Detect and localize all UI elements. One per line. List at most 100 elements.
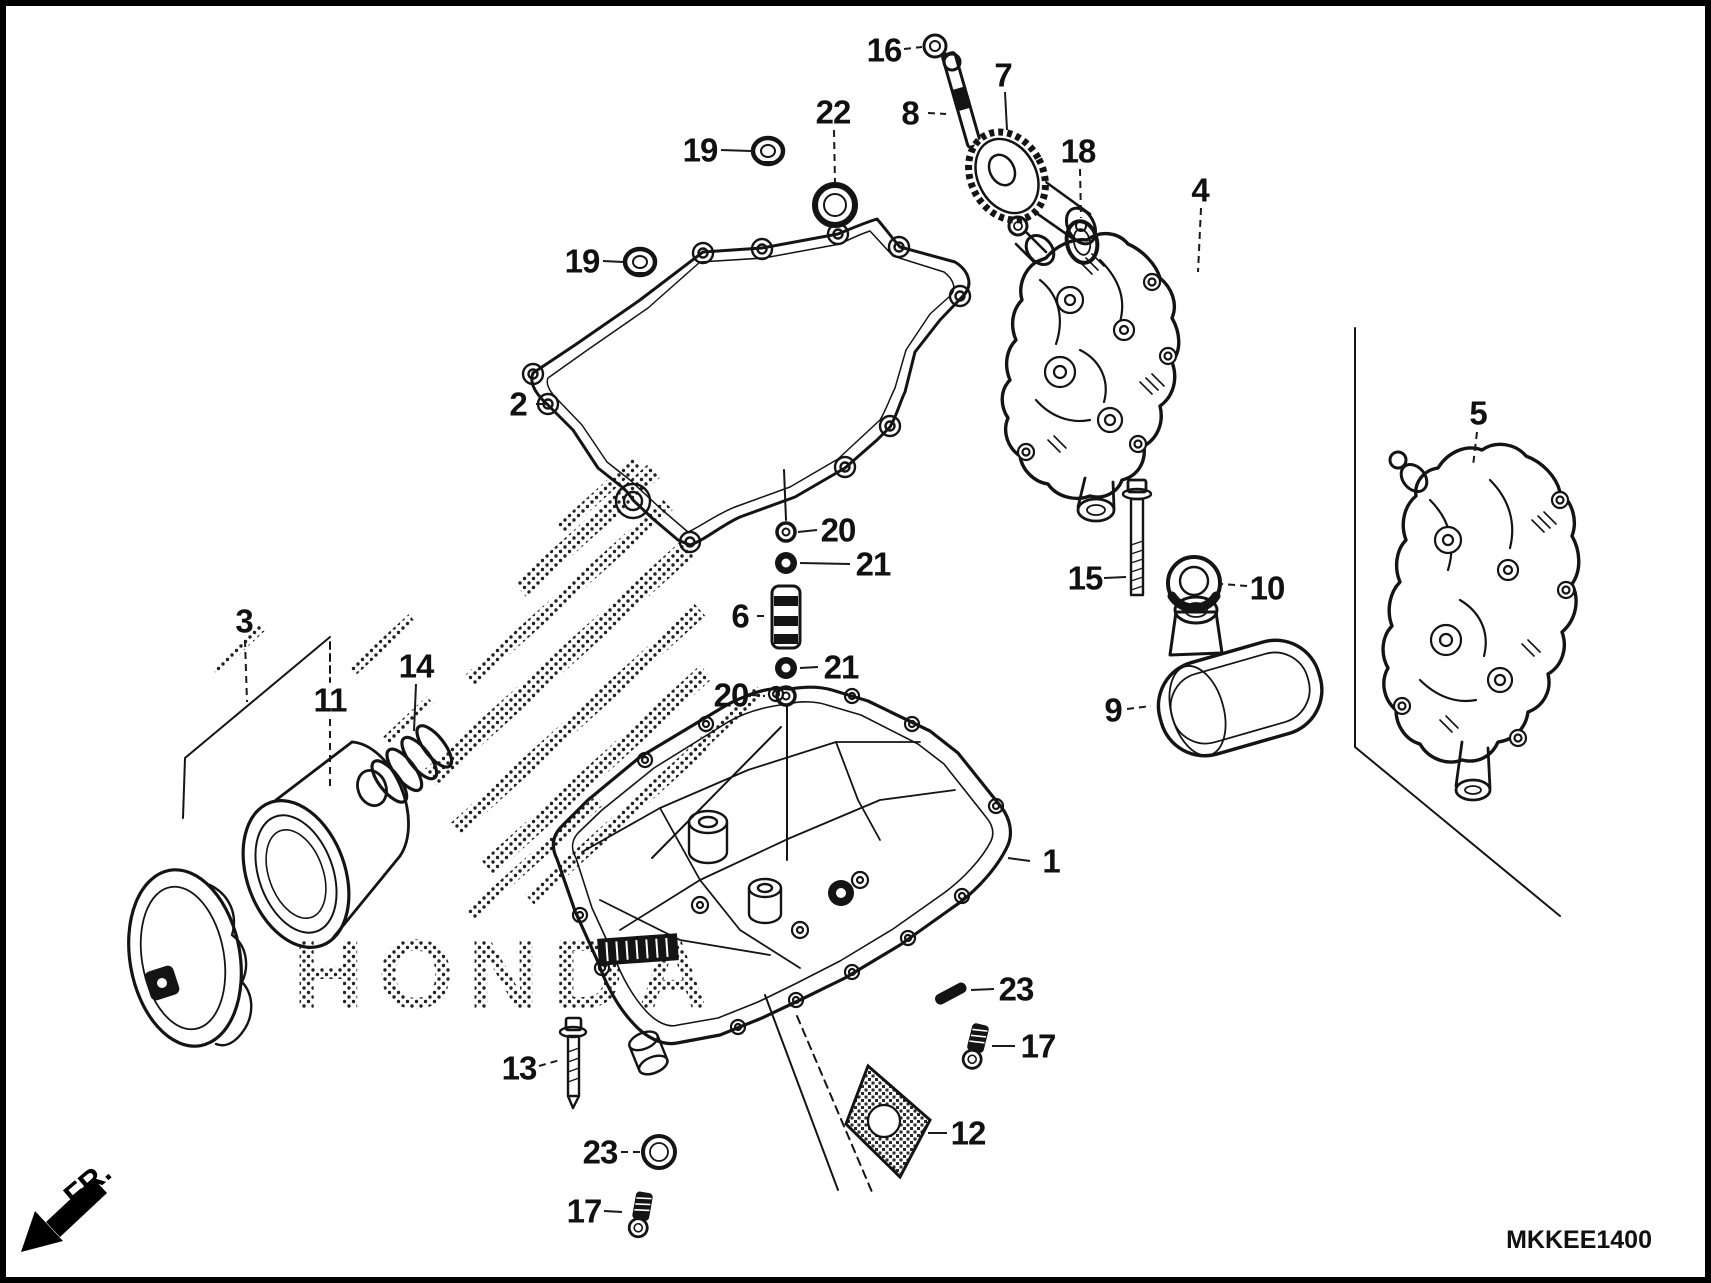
- part-plug-19a: [750, 135, 786, 167]
- part-oil-strainer-9: [1156, 595, 1324, 758]
- callout-part-11: 11: [314, 682, 348, 786]
- oil-pan-boss-towers: [687, 809, 783, 925]
- part-number-label: 23: [999, 971, 1034, 1008]
- diagram-code: MKKEE1400: [1506, 1226, 1652, 1254]
- callout-part-19: 19: [683, 132, 752, 169]
- leader-line: [538, 1059, 561, 1067]
- callout-part-17: 17: [992, 1028, 1056, 1065]
- callout-part-12: 12: [928, 1115, 987, 1152]
- callout-part-3: 3: [235, 603, 254, 703]
- part-bolt-17a: [961, 1023, 989, 1070]
- part-number-label: 17: [1021, 1028, 1056, 1065]
- callout-part-20: 20: [714, 677, 766, 714]
- leader-line: [1103, 576, 1127, 579]
- callout-part-18: 18: [1061, 133, 1097, 219]
- part-number-label: 9: [1104, 692, 1122, 729]
- part-number-label: 3: [235, 603, 253, 640]
- callout-part-5: 5: [1469, 395, 1488, 467]
- part-number-label: 2: [509, 386, 527, 423]
- pump5-divider-line: [1354, 327, 1561, 917]
- part-bolt-13: [558, 1016, 588, 1110]
- leader-line: [1004, 91, 1008, 131]
- callout-part-20: 20: [797, 512, 856, 549]
- part-washer-20b: [775, 685, 797, 707]
- leader-line: [603, 1210, 623, 1213]
- fr-arrow-shaft: [46, 1178, 107, 1237]
- part-number-label: 11: [314, 682, 348, 719]
- filter-group-bracket-line: [182, 636, 331, 819]
- leader-line: [413, 683, 417, 732]
- leader-line: [833, 129, 836, 185]
- part-number-label: 14: [399, 648, 435, 685]
- gasket-bolt-bosses: [521, 222, 972, 554]
- part-filter-cap-3: [127, 868, 253, 1048]
- leader-line: [970, 988, 995, 991]
- callout-part-10: 10: [1221, 570, 1285, 607]
- part-relief-valve-6: [770, 584, 802, 650]
- part-number-label: 12: [951, 1115, 986, 1152]
- part-washer-20a: [775, 521, 797, 543]
- part-oil-pump-5: [1381, 442, 1581, 802]
- leader-line: [602, 260, 624, 263]
- part-number-label: 20: [821, 512, 856, 549]
- callout-part-9: 9: [1104, 692, 1152, 729]
- leader-line: [797, 529, 818, 533]
- callout-part-15: 15: [1068, 560, 1127, 597]
- part-oil-pan: [551, 685, 1013, 1076]
- pump4-outlet: [1076, 476, 1116, 523]
- part-number-label: 7: [994, 57, 1011, 94]
- part-plug-19b: [622, 246, 658, 278]
- callout-part-6: 6: [731, 598, 769, 635]
- part-oring-18: [1064, 219, 1100, 265]
- part-oil-filter-11: [241, 740, 410, 949]
- part-number-label: 22: [816, 94, 851, 131]
- leader-line: [1472, 431, 1478, 467]
- part-number-label: 13: [502, 1050, 537, 1087]
- part-number-label: 19: [683, 132, 718, 169]
- part-number-label: 10: [1250, 570, 1285, 607]
- part-spring-14: [370, 724, 454, 804]
- part-number-label: 20: [714, 677, 749, 714]
- oil-pan-drain-boss: [628, 1030, 669, 1076]
- leader-line: [1221, 583, 1248, 587]
- part-oring-23b: [641, 1134, 677, 1170]
- leader-line: [799, 666, 819, 669]
- oil-pan-ribs: [581, 741, 956, 969]
- part-number-label: 21: [824, 649, 859, 686]
- callout-part-2: 2: [509, 386, 546, 423]
- part-number-label: 6: [731, 598, 749, 635]
- part-pin-23a: [934, 982, 967, 1005]
- part-number-label: 16: [867, 32, 902, 69]
- part-relief-valve-group: [770, 521, 802, 707]
- part-number-label: 18: [1061, 133, 1096, 170]
- part-number-label: 17: [567, 1193, 602, 1230]
- pump4-hatching: [1047, 253, 1165, 453]
- part-bolt-17b: [627, 1191, 653, 1239]
- callout-part-7: 7: [994, 57, 1013, 131]
- oil-pan-baffle: [597, 933, 679, 966]
- fr-arrow-head: [21, 1211, 63, 1252]
- pump4-sensor: [1007, 215, 1056, 266]
- callout-part-13: 13: [502, 1050, 561, 1087]
- callout-part-21: 21: [799, 546, 892, 583]
- callout-part-17: 17: [567, 1193, 623, 1230]
- leader-line: [1197, 207, 1202, 273]
- pump5-lug: [1388, 450, 1429, 493]
- callout-part-21: 21: [799, 649, 860, 686]
- leader-line: [1007, 857, 1031, 862]
- part-number-label: 8: [901, 95, 919, 132]
- leader-line: [720, 149, 752, 152]
- callout-part-14: 14: [399, 648, 436, 732]
- part-number-label: 5: [1469, 395, 1487, 432]
- leader-line: [1079, 168, 1082, 219]
- part-oil-pan-gasket: [521, 217, 972, 554]
- callout-part-23: 23: [970, 971, 1035, 1008]
- leader-line: [244, 639, 248, 703]
- part-number-label: 23: [583, 1134, 618, 1171]
- callout-part-16: 16: [867, 32, 923, 69]
- pump4-details: [1016, 258, 1178, 462]
- part-number-label: 15: [1068, 560, 1103, 597]
